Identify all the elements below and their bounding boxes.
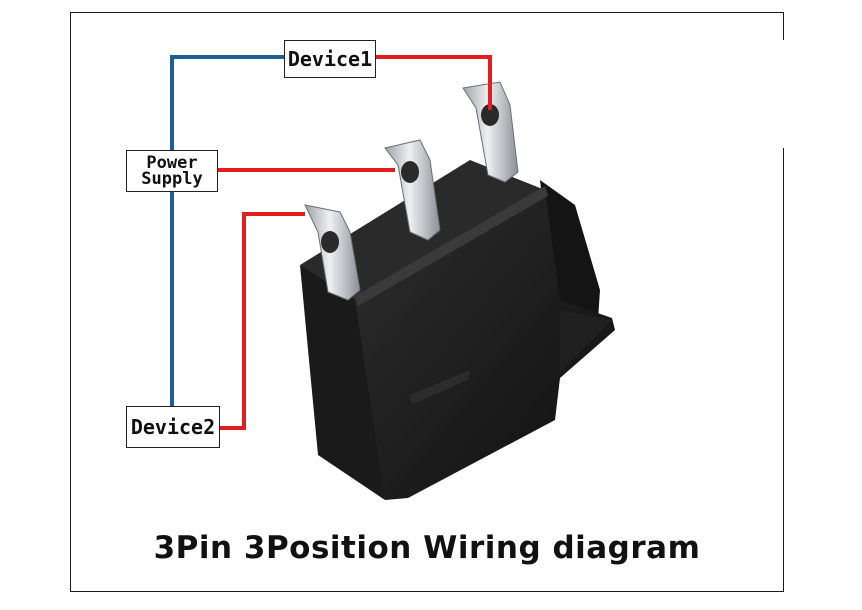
blue-wire — [170, 55, 284, 406]
rocker-switch-icon — [300, 160, 615, 500]
frame-gap — [783, 40, 784, 148]
terminal-left — [304, 204, 361, 301]
diagram-caption: 3Pin 3Position Wiring diagram — [153, 530, 701, 566]
power-supply-line1: Power — [146, 153, 198, 173]
device1-label: Device1 — [284, 40, 376, 78]
power-supply-label: Power Supply — [126, 150, 218, 192]
device1-text: Device1 — [287, 47, 373, 71]
device2-label: Device2 — [126, 406, 220, 448]
terminal-middle — [384, 139, 441, 241]
device2-text: Device2 — [130, 415, 216, 439]
terminal-right — [462, 81, 519, 183]
power-supply-line2: Supply — [141, 169, 203, 189]
red-wire-device2 — [220, 212, 305, 430]
red-wire-device1 — [376, 55, 492, 110]
